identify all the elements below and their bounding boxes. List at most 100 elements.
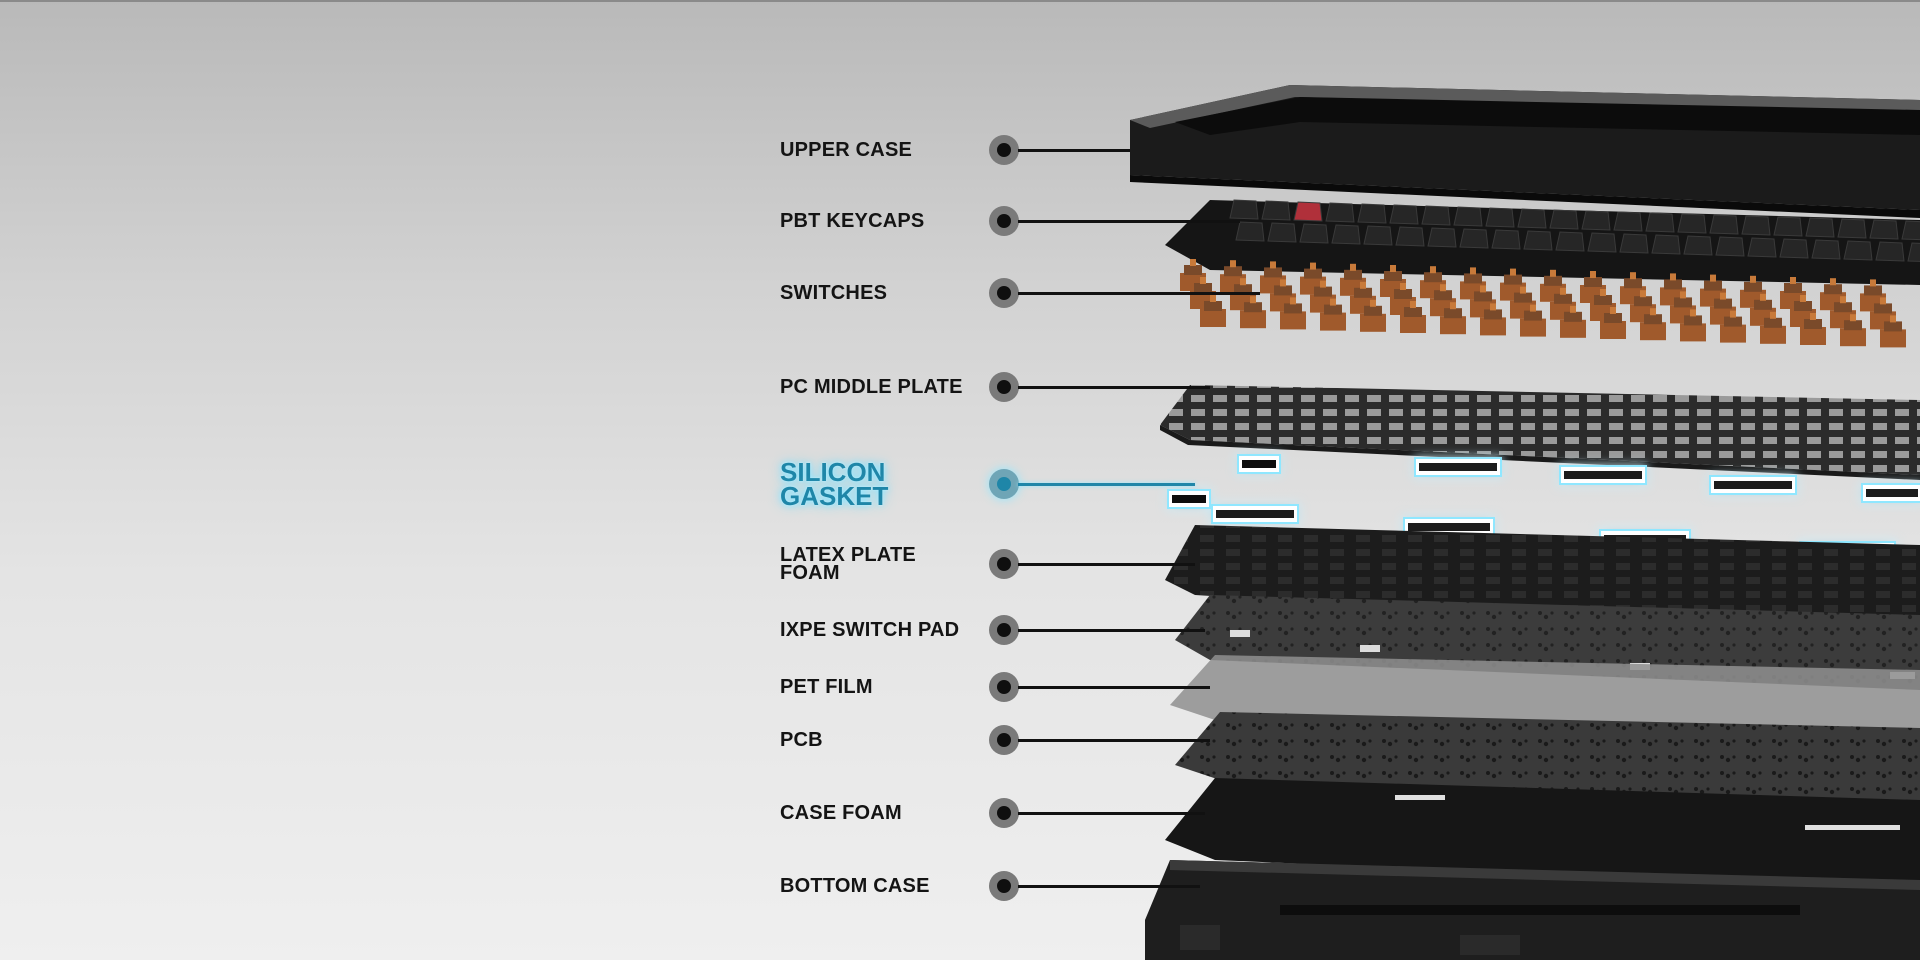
label-line: PCB (780, 729, 823, 751)
leader-line-pbt-keycaps (1018, 220, 1240, 223)
switch (1280, 297, 1306, 330)
label-pet-film: PET FILM (780, 677, 873, 697)
label-line: BOTTOM CASE (780, 875, 930, 897)
switch (1680, 309, 1706, 342)
switch (1240, 296, 1266, 329)
keycap (1741, 215, 1771, 236)
label-line: SWITCHES (780, 282, 888, 304)
label-pcb: PCB (780, 729, 823, 751)
switch (1200, 295, 1226, 327)
gasket-strip-core (1564, 471, 1642, 479)
gasket-strip-core (1172, 495, 1206, 503)
keycap (1901, 220, 1920, 241)
keycap (1613, 211, 1643, 232)
keycap (1747, 237, 1777, 258)
keycap (1363, 225, 1393, 246)
keycap (1677, 213, 1707, 234)
label-line: GASKET (780, 481, 889, 511)
keycap (1491, 229, 1521, 250)
keycap (1805, 217, 1835, 238)
label-line: FOAM (780, 562, 840, 584)
leader-line-latex-plate-foam (1018, 563, 1195, 566)
label-bottom-case: BOTTOM CASE (780, 875, 930, 897)
gasket-strip-core (1866, 489, 1918, 497)
label-line: PBT KEYCAPS (780, 210, 925, 232)
leader-line-pc-middle-plate (1018, 386, 1210, 389)
bottom-case-illustration (1145, 860, 1920, 960)
switch (1640, 308, 1666, 341)
switch (1760, 311, 1786, 344)
leader-line-silicon-gasket (1018, 483, 1195, 486)
keycap (1619, 233, 1649, 254)
keycap (1357, 203, 1387, 224)
keycap (1555, 231, 1585, 252)
dot-bottom-case (989, 871, 1019, 901)
label-line: UPPER CASE (780, 139, 913, 161)
keycap (1235, 221, 1265, 242)
leader-line-pcb (1018, 739, 1210, 742)
keycap (1869, 219, 1899, 240)
switch (1360, 299, 1386, 332)
leader-line-pet-film (1018, 686, 1210, 689)
keycap (1843, 240, 1873, 261)
keycap (1293, 201, 1323, 222)
keycap (1581, 210, 1611, 231)
label-ixpe-switch-pad: IXPE SWITCH PAD (780, 619, 960, 641)
pcb-illustration (1175, 712, 1920, 815)
keycap (1427, 227, 1457, 248)
switch (1560, 305, 1586, 338)
keycaps-illustration (1165, 199, 1920, 285)
leader-line-upper-case (1018, 149, 1130, 152)
label-pc-middle-plate: PC MIDDLE PLATE (780, 376, 963, 398)
dot-pbt-keycaps (989, 206, 1019, 236)
dot-case-foam (989, 798, 1019, 828)
pc-middle-plate-illustration (1160, 385, 1920, 480)
keycap (1709, 214, 1739, 235)
gasket-strip-core (1714, 481, 1792, 489)
keycap (1837, 218, 1867, 239)
keycap (1325, 202, 1355, 223)
keycap (1453, 206, 1483, 227)
keycap (1587, 232, 1617, 253)
keycap (1549, 209, 1579, 230)
gasket-strip-core (1242, 460, 1276, 468)
label-line: PC MIDDLE PLATE (780, 376, 963, 398)
switch (1840, 314, 1866, 347)
keycap (1331, 224, 1361, 245)
dot-switches (989, 278, 1019, 308)
keycap (1299, 223, 1329, 244)
label-line: LATEX PLATE (780, 544, 916, 566)
label-line: IXPE SWITCH PAD (780, 619, 960, 641)
switch (1800, 313, 1826, 345)
upper-case-illustration (1130, 85, 1920, 218)
dot-pet-film (989, 672, 1019, 702)
switches-illustration (1180, 259, 1906, 348)
label-case-foam: CASE FOAM (780, 802, 902, 824)
label-line: CASE FOAM (780, 802, 902, 824)
keycap (1261, 200, 1291, 221)
dot-pc-middle-plate (989, 372, 1019, 402)
keycap (1395, 226, 1425, 247)
label-switches: SWITCHES (780, 282, 888, 304)
label-upper-case: UPPER CASE (780, 139, 913, 161)
switch (1320, 298, 1346, 331)
gasket-strip-core (1216, 510, 1294, 518)
dot-latex-plate-foam (989, 549, 1019, 579)
keycap (1875, 241, 1905, 262)
keycap (1517, 208, 1547, 229)
keycap (1229, 199, 1259, 220)
keycap (1651, 234, 1681, 255)
dot-silicon-gasket (989, 469, 1019, 499)
keycap (1459, 228, 1489, 249)
top-border (0, 0, 1920, 2)
switch (1520, 304, 1546, 337)
keycap (1715, 236, 1745, 257)
keycap (1907, 242, 1920, 262)
keycap (1421, 205, 1451, 226)
label-line: SILICON (780, 457, 886, 487)
switch (1720, 310, 1746, 343)
